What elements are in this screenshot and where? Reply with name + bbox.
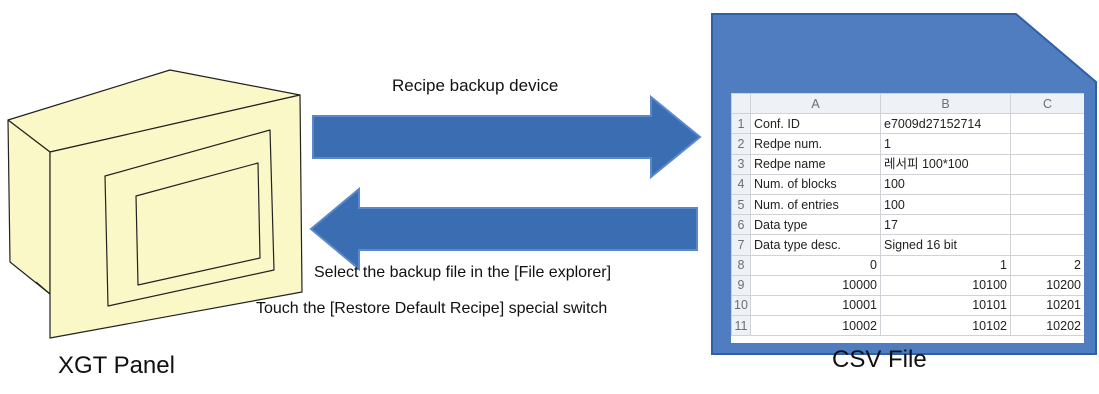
table-row: 3 Redpe name 레서피 100*100 — [731, 153, 1084, 175]
cell-b: 1 — [880, 133, 1011, 155]
cell-b: 레서피 100*100 — [880, 153, 1011, 175]
cell-a: Redpe name — [750, 153, 881, 175]
cell-a: Redpe num. — [750, 133, 881, 155]
cell-c — [1010, 113, 1084, 135]
cell-a: Num. of blocks — [750, 173, 881, 195]
column-header-c: C — [1010, 93, 1084, 115]
cell-a: Num. of entries — [750, 193, 881, 216]
csv-file-label: CSV File — [832, 346, 927, 373]
table-row: 9 10000 10100 10200 — [731, 274, 1084, 296]
panel-label: XGT Panel — [58, 352, 175, 379]
row-number: 2 — [731, 133, 751, 155]
cell-a: 0 — [750, 254, 881, 276]
table-row: 1 Conf. ID e7009d27152714 — [731, 113, 1084, 135]
cell-c — [1010, 214, 1084, 236]
row-number: 7 — [731, 234, 751, 256]
cell-c — [1010, 234, 1084, 256]
table-row: 2 Redpe num. 1 — [731, 133, 1084, 155]
cell-a: Conf. ID — [750, 113, 881, 135]
cell-b: e7009d27152714 — [880, 113, 1011, 135]
cell-b: Signed 16 bit — [880, 234, 1011, 256]
arrow-back-icon — [309, 186, 698, 272]
row-number: 8 — [731, 254, 751, 276]
cell-b: 100 — [880, 173, 1011, 195]
spreadsheet-table: A B C 1 Conf. ID e7009d27152714 2 Redpe … — [731, 93, 1084, 337]
cell-b: 1 — [880, 254, 1011, 276]
cell-c: 10202 — [1010, 315, 1084, 337]
cell-a: 10000 — [750, 274, 881, 296]
cell-c — [1010, 153, 1084, 175]
cell-b: 10101 — [880, 294, 1011, 317]
cell-b: 10102 — [880, 315, 1011, 337]
arrow-back-label-line1: Select the backup file in the [File expl… — [314, 264, 612, 281]
cell-c: 10200 — [1010, 274, 1084, 296]
table-row: 6 Data type 17 — [731, 214, 1084, 236]
cell-c: 10201 — [1010, 294, 1084, 317]
row-number: 4 — [731, 173, 751, 195]
cell-c — [1010, 193, 1084, 216]
row-number: 5 — [731, 193, 751, 216]
column-header-row: A B C — [731, 93, 1084, 115]
row-number: 3 — [731, 153, 751, 175]
cell-b: 17 — [880, 214, 1011, 236]
cell-a: 10001 — [750, 294, 881, 317]
arrow-back-label-line2: Touch the [Restore Default Recipe] speci… — [256, 300, 608, 317]
row-number: 9 — [731, 274, 751, 296]
table-row: 11 10002 10102 10202 — [731, 315, 1084, 337]
cell-a: Data type — [750, 214, 881, 236]
table-row: 10 10001 10101 10201 — [731, 294, 1084, 317]
cell-c — [1010, 173, 1084, 195]
cell-c: 2 — [1010, 254, 1084, 276]
table-row: 7 Data type desc. Signed 16 bit — [731, 234, 1084, 256]
column-header-b: B — [880, 93, 1011, 115]
table-row: 8 0 1 2 — [731, 254, 1084, 276]
table-row: 5 Num. of entries 100 — [731, 193, 1084, 216]
cell-a: Data type desc. — [750, 234, 881, 256]
table-row: 4 Num. of blocks 100 — [731, 173, 1084, 195]
corner-cell — [731, 93, 751, 115]
row-number: 11 — [731, 315, 751, 337]
cell-b: 100 — [880, 193, 1011, 216]
cell-a: 10002 — [750, 315, 881, 337]
column-header-a: A — [750, 93, 881, 115]
arrow-forward-icon — [312, 94, 702, 180]
cell-b: 10100 — [880, 274, 1011, 296]
arrow-forward-label: Recipe backup device — [392, 76, 559, 95]
monitor-icon — [7, 69, 303, 339]
cell-c — [1010, 133, 1084, 155]
row-number: 10 — [731, 294, 751, 317]
row-number: 1 — [731, 113, 751, 135]
spreadsheet: A B C 1 Conf. ID e7009d27152714 2 Redpe … — [731, 93, 1084, 343]
row-number: 6 — [731, 214, 751, 236]
